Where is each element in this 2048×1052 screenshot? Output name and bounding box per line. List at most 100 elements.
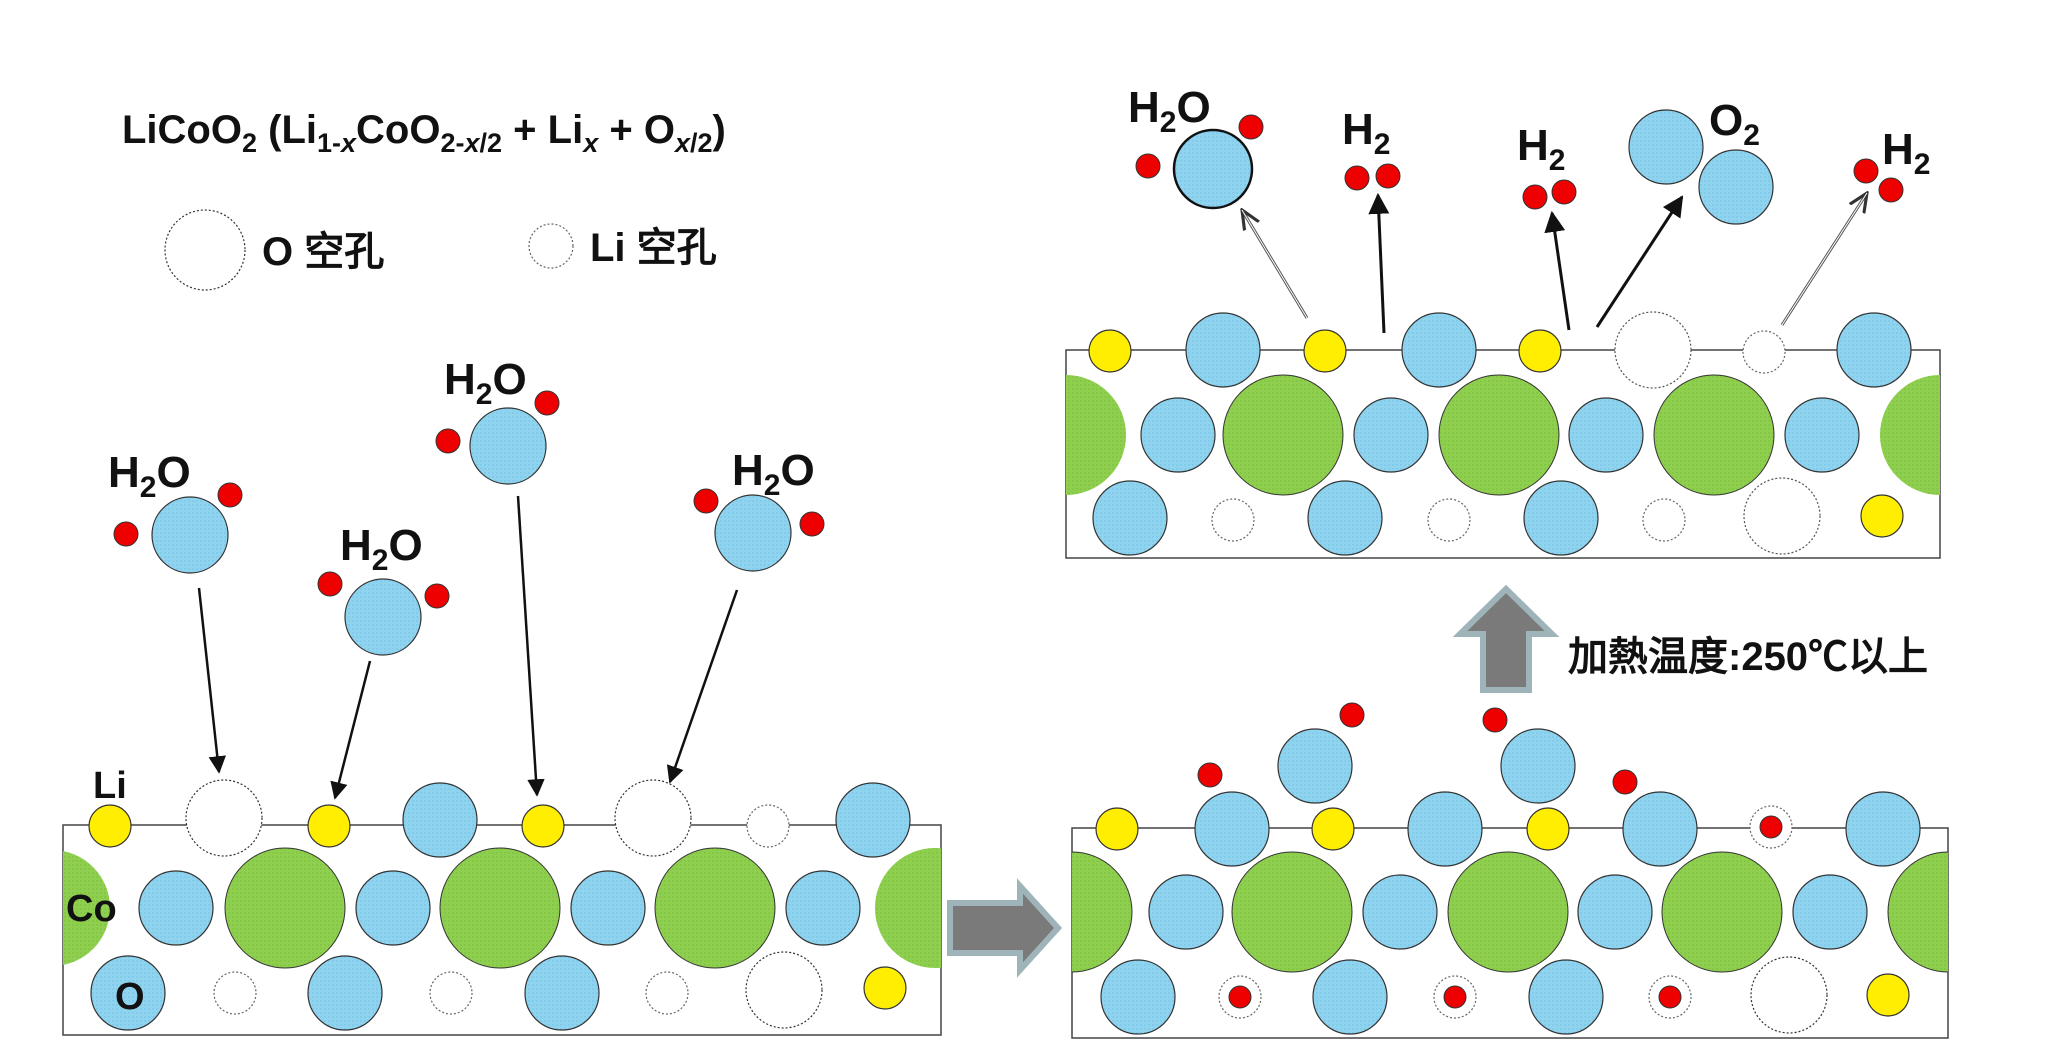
o-atom — [524, 955, 600, 1031]
o-atom — [1845, 791, 1921, 867]
li-label: Li — [93, 765, 127, 807]
right-process-arrow — [947, 878, 1063, 978]
co-atom — [1880, 375, 1940, 495]
water-hydrogen — [317, 571, 343, 597]
li-vacancy — [213, 971, 257, 1015]
o-atom — [1185, 312, 1261, 388]
co-atom — [1438, 374, 1560, 496]
h2-hydrogen — [1551, 179, 1577, 205]
o-vacancy — [1614, 311, 1692, 389]
co-atom — [1066, 375, 1126, 495]
arrow — [197, 587, 226, 774]
water-hydrogen — [217, 482, 243, 508]
co-atom — [1661, 851, 1783, 973]
o2-label: O2 — [1709, 99, 1760, 151]
o-atom — [1528, 959, 1604, 1035]
o-atom — [1568, 397, 1644, 473]
water-hydrogen — [1238, 114, 1264, 140]
arrow — [1368, 192, 1390, 334]
water-oxygen — [469, 407, 547, 485]
formula-part: CoO — [356, 108, 441, 152]
h2-hydrogen — [1522, 184, 1548, 210]
co-label: Co — [66, 888, 117, 930]
o-atom — [1140, 397, 1216, 473]
o-vacancy — [614, 779, 692, 857]
h2o-label: H2O — [340, 524, 423, 576]
mol-tail: O — [780, 446, 815, 495]
o-vacancy — [185, 779, 263, 857]
h2o-label: H2O — [1128, 86, 1211, 138]
adsorbed-h-atom — [1339, 702, 1365, 728]
o-vacancy — [1750, 956, 1828, 1034]
o-vacancy-legend-label: O 空孔 — [262, 230, 385, 274]
arrow — [330, 660, 372, 800]
o-atom — [1148, 874, 1224, 950]
h2-label: H2 — [1882, 128, 1930, 180]
arrow — [1544, 210, 1571, 331]
water-hydrogen — [424, 583, 450, 609]
incoming-water-molecules — [113, 390, 825, 656]
o-atom — [1353, 397, 1429, 473]
water-hydrogen — [534, 390, 560, 416]
co-atom — [1447, 851, 1569, 973]
o-atom — [1407, 791, 1483, 867]
formula-sub-part: /2 — [689, 128, 713, 158]
h2-hydrogen — [1375, 163, 1401, 189]
water-oxygen — [1172, 128, 1254, 210]
o-atom — [1307, 480, 1383, 556]
formula-sub: x — [583, 128, 598, 158]
co-atom — [1653, 374, 1775, 496]
mol-sub: 2 — [1548, 144, 1566, 177]
intermediate-crystal-panel — [1071, 702, 1949, 1039]
li-atom — [1860, 494, 1904, 538]
mol-sub: 2 — [1373, 128, 1391, 161]
o-atom — [1836, 312, 1912, 388]
formula-sub: x/2 — [675, 128, 713, 158]
adsorbed-h-atom — [1197, 762, 1223, 788]
o-atom — [1362, 874, 1438, 950]
mol-main: H — [732, 446, 764, 495]
o-atom — [1092, 480, 1168, 556]
adsorbed-o-atom — [1500, 728, 1576, 804]
co-atom — [1222, 374, 1344, 496]
left-crystal-panel — [62, 779, 942, 1036]
mol-tail: O — [492, 355, 527, 404]
mol-main: H — [1517, 121, 1549, 170]
adsorbed-h-atom — [1482, 707, 1508, 733]
o-atom — [1523, 480, 1599, 556]
li-atom — [521, 804, 565, 848]
mol-sub: 2 — [1743, 119, 1760, 152]
co-atom — [224, 847, 346, 969]
h2o-label: H2O — [108, 451, 191, 503]
li-atom — [1866, 973, 1910, 1017]
co-atom — [654, 847, 776, 969]
formula-sub-part: 1- — [317, 128, 342, 158]
formula-caption: LiCoO2 (Li1-xCoO2-x/2 + Lix + Ox/2) — [122, 110, 726, 157]
li-vacancy — [645, 971, 689, 1015]
process-arrows — [947, 584, 1560, 978]
water-oxygen — [151, 496, 229, 574]
li-atom — [1311, 807, 1355, 851]
co-atom — [1072, 851, 1133, 973]
water-hydrogen — [113, 521, 139, 547]
li-atom — [88, 804, 132, 848]
o-vacancy — [1743, 477, 1821, 555]
h2-label: H2 — [1517, 124, 1565, 176]
mol-sub: 2 — [1159, 106, 1177, 139]
h2-label: H2 — [1342, 108, 1390, 160]
li-atom — [1095, 807, 1139, 851]
o-atom — [785, 870, 861, 946]
mol-main: H — [1882, 125, 1914, 174]
h2o-label: H2O — [444, 358, 527, 410]
adsorbed-h-atom — [1612, 769, 1638, 795]
arrow — [1781, 192, 1868, 326]
mol-main: H — [444, 355, 476, 404]
o-atom — [1622, 791, 1698, 867]
formula-part: + O — [598, 108, 675, 152]
h-atom — [1759, 815, 1783, 839]
h2-hydrogen — [1853, 158, 1879, 184]
li-vacancy — [1211, 498, 1255, 542]
mol-tail: O — [388, 521, 423, 570]
mol-tail: O — [1176, 83, 1211, 132]
li-vacancy — [429, 971, 473, 1015]
